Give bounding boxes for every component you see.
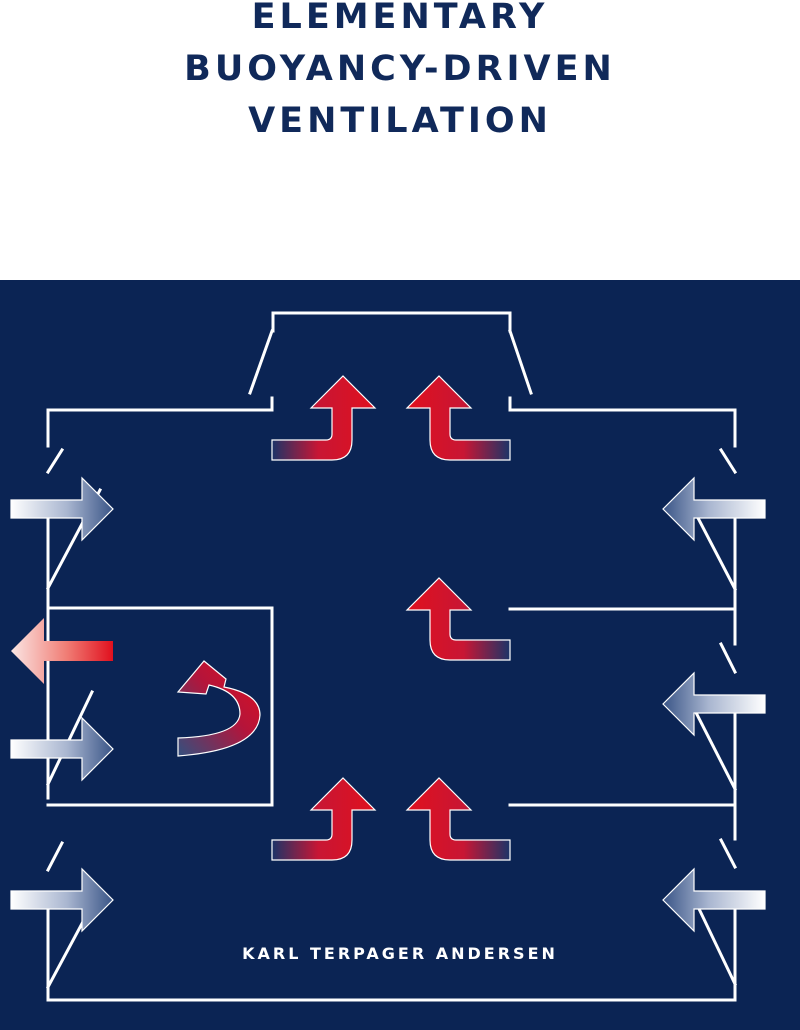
warm-air-upflow-arrow	[271, 777, 377, 861]
title-line-2: BUOYANCY-DRIVEN	[184, 49, 616, 89]
fresh-air-inflow-arrow	[10, 867, 114, 933]
warm-air-upflow-arrow	[405, 375, 511, 461]
building-outline	[46, 311, 737, 1002]
fresh-air-inflow-arrow	[10, 476, 114, 542]
title-line-1: ELEMENTARY	[251, 0, 549, 37]
warm-air-upflow-arrow	[405, 577, 511, 661]
warm-air-upflow-arrow	[405, 777, 511, 861]
cover-panel: KARL TERPAGER ANDERSEN	[0, 280, 800, 1030]
ventilation-diagram	[10, 311, 766, 1002]
fresh-air-inflow-arrow	[662, 476, 766, 542]
fresh-air-inflow-arrow	[10, 716, 114, 782]
window-openings	[45, 329, 738, 990]
warm-air-upflow-arrow	[271, 375, 377, 461]
book-title: ELEMENTARY BUOYANCY-DRIVEN VENTILATION	[0, 0, 800, 280]
author-name: KARL TERPAGER ANDERSEN	[242, 944, 558, 963]
fresh-air-inflow-arrow	[662, 671, 766, 737]
exhaust-air-outflow-arrow	[11, 618, 113, 684]
title-line-3: VENTILATION	[248, 101, 552, 141]
recirculation-arrow	[176, 660, 261, 757]
fresh-air-inflow-arrow	[662, 867, 766, 933]
